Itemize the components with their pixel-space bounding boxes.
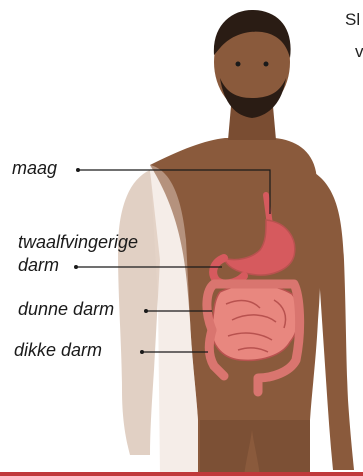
label-dikke-darm: dikke darm (14, 340, 102, 360)
label-darm: darm (18, 255, 59, 275)
label-twaalfvingerige: twaalfvingerige (18, 232, 138, 252)
corner-text-line2: v (355, 42, 363, 62)
left-eye (236, 62, 241, 67)
right-eye (264, 62, 269, 67)
accent-bar (0, 472, 363, 476)
label-maag: maag (12, 158, 57, 178)
label-dunne-darm: dunne darm (18, 299, 114, 319)
corner-text-line1: Sl (345, 10, 360, 30)
